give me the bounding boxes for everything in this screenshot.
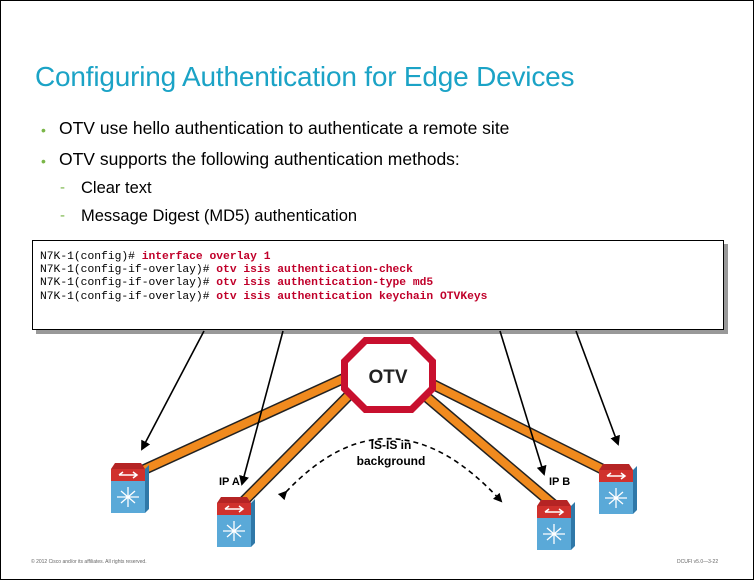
ip-b-label: IP B [549,476,570,488]
switch-icon [598,463,638,515]
sub-bullet-1: Clear text [81,179,152,197]
bullet-2: OTV supports the following authenticatio… [59,149,460,169]
ip-a-label: IP A [219,476,240,488]
footer-copyright: © 2012 Cisco and/or its affiliates. All … [31,559,147,565]
cli-prompt: N7K-1(config-if-overlay)# [40,277,217,290]
cli-command: otv isis authentication-type md5 [216,277,434,290]
isis-arc [277,437,503,503]
cli-command: otv isis authentication-check [216,264,413,277]
isis-label-line2: background [357,454,426,468]
cli-prompt: N7K-1(config-if-overlay)# [40,264,217,277]
cli-line: N7K-1(config-if-overlay)# otv isis authe… [40,277,723,290]
sub-bullet-dash: - [60,179,65,196]
switch-icon [536,499,576,551]
cli-line: N7K-1(config-if-overlay)# otv isis authe… [40,264,723,277]
footer-course: DCUFI v5.0—3-22 [677,559,719,565]
pointer-arrows [141,330,620,486]
cli-config-box: N7K-1(config)# interface overlay 1 N7K-1… [32,240,724,330]
sub-bullet-dash: - [60,207,65,224]
otv-stop-sign-icon [341,337,436,413]
switch-icon [110,462,150,514]
cli-line: N7K-1(config)# interface overlay 1 [40,251,723,264]
bullet-dot: • [41,122,46,138]
switch-icon [216,496,256,548]
isis-label-line1: IS-IS in [371,438,412,452]
cli-prompt: N7K-1(config-if-overlay)# [40,290,217,303]
bullet-dot: • [41,153,46,169]
sub-bullet-2: Message Digest (MD5) authentication [81,207,358,225]
bullet-1: OTV use hello authentication to authenti… [59,118,510,138]
cli-command: interface overlay 1 [141,251,271,263]
cli-command: otv isis authentication keychain OTVKeys [216,290,488,303]
otv-label: OTV [368,367,407,388]
cli-line: N7K-1(config-if-overlay)# otv isis authe… [40,291,723,304]
slide-title: Configuring Authentication for Edge Devi… [35,61,575,92]
cli-prompt: N7K-1(config)# [40,251,142,263]
